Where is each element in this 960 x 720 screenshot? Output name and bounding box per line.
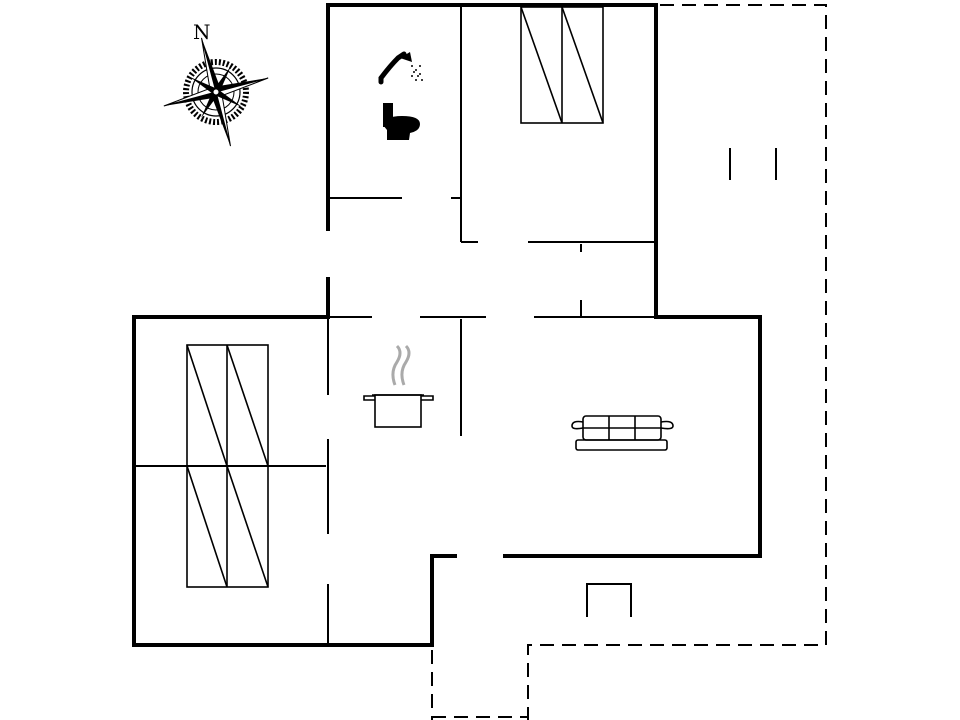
exterior-walls xyxy=(132,3,762,647)
sofa-icon xyxy=(571,415,674,451)
shower-icon xyxy=(378,51,423,85)
double-bed-icon xyxy=(520,6,604,124)
compass-north-label: N xyxy=(193,20,211,44)
double-bed-icon xyxy=(186,344,269,467)
garden-chair-icon xyxy=(586,583,632,617)
compass-rose: N xyxy=(163,20,269,147)
interior-walls xyxy=(136,7,654,643)
terrace-outline xyxy=(431,4,827,720)
compass-icon xyxy=(163,37,269,147)
double-bed-icon xyxy=(186,465,269,588)
cooking-pot-icon xyxy=(363,344,434,428)
garden-chair-icon xyxy=(729,148,777,180)
toilet-icon xyxy=(383,103,420,140)
